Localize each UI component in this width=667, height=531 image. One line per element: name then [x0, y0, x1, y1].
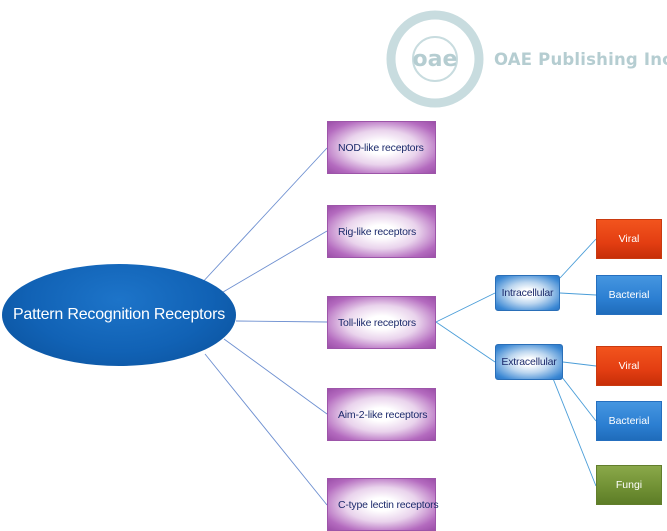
leaf-label: Viral [618, 233, 640, 245]
connector-intracellular-viral [559, 238, 597, 279]
receptor-node-nod: NOD-like receptors [327, 121, 436, 174]
receptor-label: Aim-2-like receptors [338, 408, 428, 421]
connector-root-toll [235, 320, 328, 323]
branch-node-intracellular: Intracellular [495, 275, 560, 311]
oae-logo-text: oae [413, 47, 458, 72]
connector-root-aim2 [223, 338, 328, 415]
connector-extracellular-viral [562, 361, 597, 367]
watermark-text: OAE Publishing Inc. [494, 50, 667, 69]
receptor-label: Toll-like receptors [338, 316, 416, 329]
receptor-node-clectin: C-type lectin receptors [327, 478, 439, 531]
connector-toll-extracellular [435, 321, 496, 363]
receptor-label: Rig-like receptors [338, 225, 417, 238]
root-node: Pattern Recognition Receptors [2, 264, 236, 366]
receptor-node-toll: Toll-like receptors [327, 296, 436, 349]
leaf-node-extracellular-bacterial: Bacterial [596, 401, 662, 441]
receptor-node-rig: Rig-like receptors [327, 205, 436, 258]
connector-intracellular-bacterial [559, 292, 597, 296]
leaf-label: Bacterial [608, 415, 650, 427]
leaf-label: Bacterial [608, 289, 650, 301]
connector-root-nod [199, 147, 328, 286]
leaf-node-intracellular-bacterial: Bacterial [596, 275, 662, 315]
receptor-node-aim2: Aim-2-like receptors [327, 388, 436, 441]
connector-extracellular-fungi [551, 375, 597, 487]
oae-logo-icon: oae [386, 10, 484, 108]
leaf-label: Fungi [615, 479, 643, 491]
connector-toll-intracellular [435, 292, 496, 323]
branch-label: Extracellular [501, 356, 557, 368]
leaf-node-extracellular-viral: Viral [596, 346, 662, 386]
connector-extracellular-bacterial [557, 371, 597, 422]
leaf-label: Viral [618, 360, 640, 372]
leaf-node-extracellular-fungi: Fungi [596, 465, 662, 505]
receptor-label: C-type lectin receptors [338, 498, 439, 511]
connector-root-clectin [204, 353, 328, 506]
branch-node-extracellular: Extracellular [495, 344, 563, 380]
root-label: Pattern Recognition Receptors [12, 306, 226, 323]
connector-root-rig [217, 230, 328, 296]
receptor-label: NOD-like receptors [338, 141, 424, 154]
leaf-node-intracellular-viral: Viral [596, 219, 662, 259]
branch-label: Intracellular [501, 287, 554, 299]
